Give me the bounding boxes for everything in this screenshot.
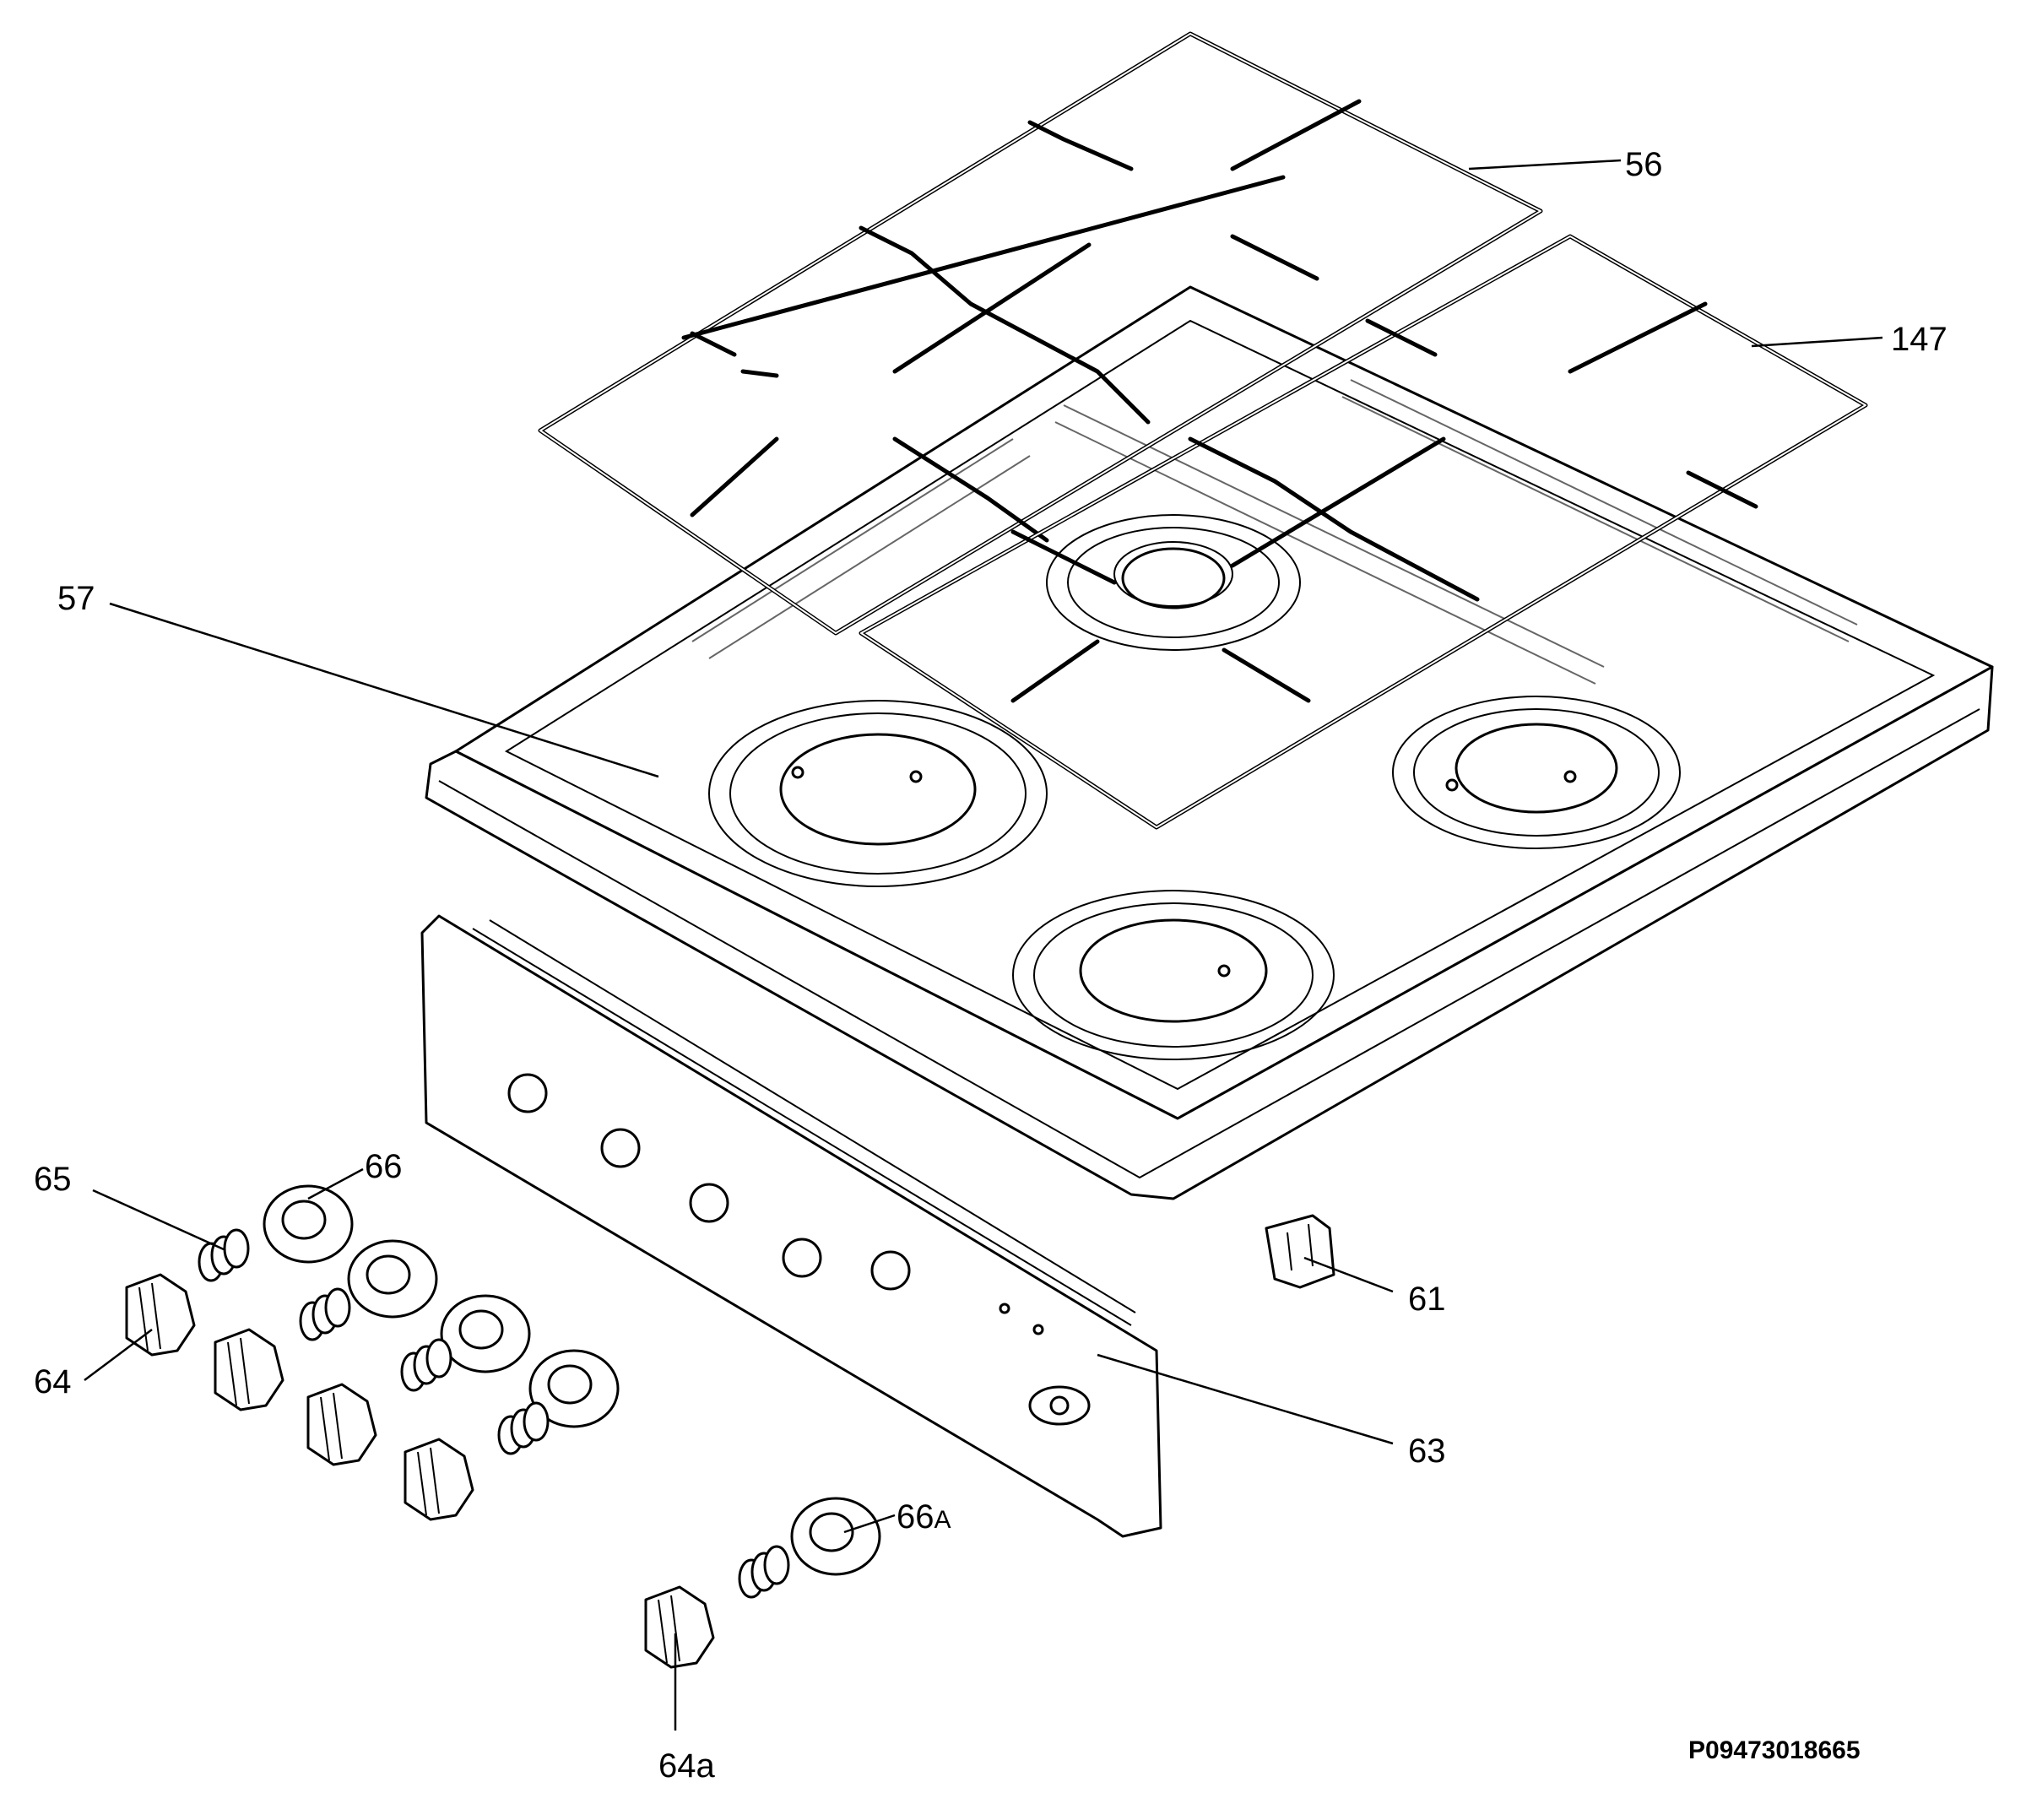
spring-65-5 [738,1545,790,1599]
knob-64-3 [306,1383,377,1466]
pan-support-right [859,234,1868,830]
bezel-66-4 [528,1349,620,1428]
callout-64a: 64a [658,1747,715,1785]
callout-64: 64 [34,1363,72,1400]
callout-56: 56 [1625,146,1663,183]
clip-part [1265,1214,1335,1289]
callout-66a-number: 66 [897,1498,934,1536]
knob-64a [644,1585,715,1669]
drawing-code: P09473018665 [1688,1736,1861,1764]
callout-66a-suffix: A [934,1506,951,1534]
callout-63: 63 [1408,1433,1446,1470]
knob-64-2 [214,1328,284,1411]
leader-64 [84,1329,153,1381]
leader-147 [1751,336,1883,348]
bezel-66-2 [347,1239,438,1319]
callout-66a: 66A [897,1498,951,1536]
callout-61: 61 [1408,1281,1446,1318]
burner-rear-center [1046,514,1301,651]
leader-63 [1097,1353,1394,1445]
control-panel [420,914,1162,1538]
burner-front-right [1392,696,1681,849]
callout-57: 57 [57,580,95,617]
leader-56 [1468,159,1622,171]
callout-66: 66 [365,1148,403,1185]
knob-64-1 [125,1273,196,1357]
spring-65-4 [497,1401,550,1455]
bezel-66-3 [440,1294,531,1373]
spring-65-3 [400,1338,452,1392]
spring-65-1 [198,1228,250,1282]
leader-57 [109,602,659,778]
knob-64-4 [404,1438,474,1521]
pan-support-left [538,31,1543,636]
leader-66 [307,1167,364,1200]
spring-65-2 [299,1287,351,1341]
leader-61 [1303,1256,1394,1293]
callout-65: 65 [34,1161,72,1198]
leader-66a [843,1514,896,1534]
burner-front-center [1012,890,1335,1060]
callout-147: 147 [1891,321,1947,358]
leader-65 [92,1189,225,1251]
burner-front-left [708,700,1048,887]
bezel-66-1 [263,1184,354,1264]
bezel-66a [790,1497,881,1576]
